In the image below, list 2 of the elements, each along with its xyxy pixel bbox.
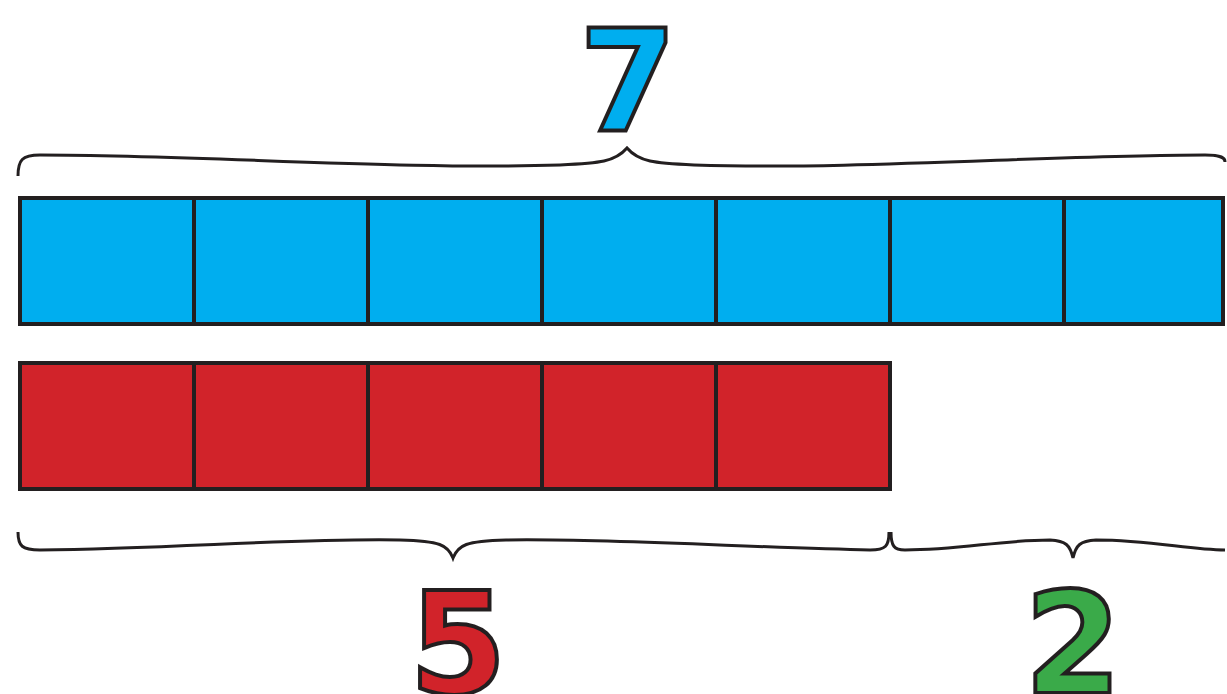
number-label: 2 xyxy=(1023,575,1123,694)
number-label: 7 xyxy=(578,12,678,152)
